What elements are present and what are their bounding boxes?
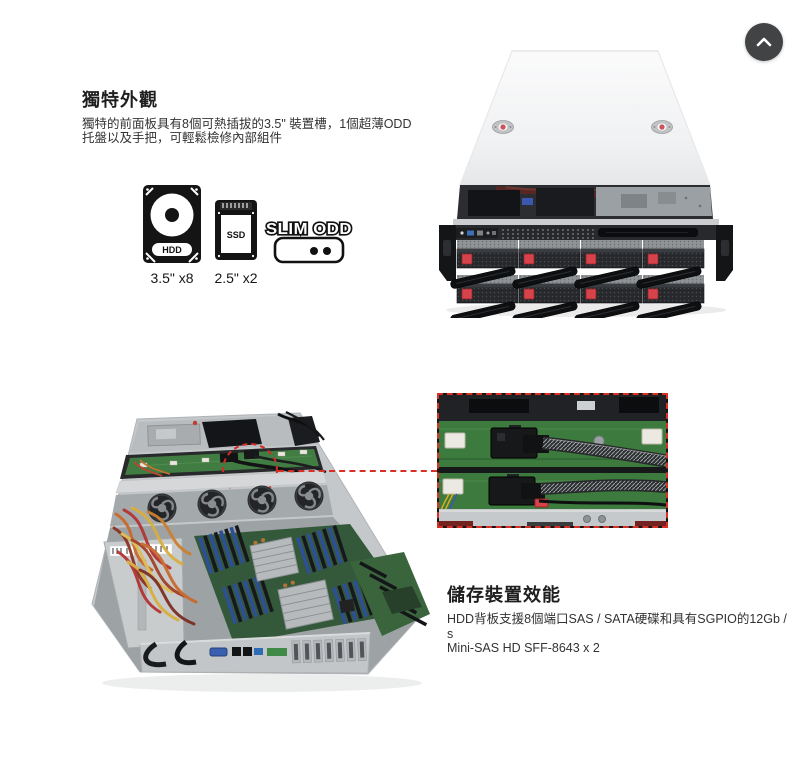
ssd-2-5-icon: SSD [215, 200, 257, 260]
vent-holes [502, 227, 594, 239]
storage-heading: 儲存裝置效能 [447, 584, 561, 605]
usb-port [243, 647, 252, 656]
hdd-icon-label: HDD [162, 245, 182, 255]
storage-body: HDD背板支援8個端口SAS / SATA硬碟和具有SGPIO的12Gb / s… [447, 612, 792, 656]
storage-body-line: HDD背板支援8個端口SAS / SATA硬碟和具有SGPIO的12Gb / s [447, 612, 787, 641]
server-front-photo [436, 48, 736, 318]
callout-circle [222, 443, 278, 497]
rack-ear-right [716, 225, 733, 281]
server-front-illustration [439, 50, 733, 318]
server-internal-illustration [91, 411, 430, 692]
chevron-up-icon [756, 37, 772, 47]
backplane-detail-photo [437, 393, 668, 528]
crossbar [115, 470, 328, 494]
ssd-icon-block: SSD 2.5" x2 [214, 199, 258, 286]
appearance-body: 獨特的前面板具有8個可熱插拔的3.5" 裝置槽，1個超薄ODD 托盤以及手把，可… [82, 117, 412, 145]
server-internal-photo [82, 392, 432, 702]
pcie-slots [350, 552, 430, 636]
storage-body-line: Mini-SAS HD SFF-8643 x 2 [447, 641, 600, 655]
hdd-backplane [120, 446, 327, 480]
appearance-body-line: 托盤以及手把，可輕鬆檢修內部組件 [82, 131, 283, 145]
cpu-heatsink [277, 579, 334, 630]
callout-connector-line [278, 470, 437, 472]
front-rail [453, 219, 719, 225]
rear-bay-area [130, 411, 325, 453]
scroll-top-button[interactable] [745, 23, 783, 61]
motherboard [194, 524, 412, 644]
fan-wall [110, 480, 333, 526]
top-cover [459, 50, 711, 186]
usb3-port [254, 648, 263, 655]
hdd-icon-block: HDD 3.5" x8 [142, 184, 202, 286]
thumbscrew [651, 120, 673, 134]
appearance-body-line: 獨特的前面板具有8個可熱插拔的3.5" 裝置槽，1個超薄ODD [82, 117, 412, 131]
backplane-pcb-lower [439, 473, 666, 514]
cpu-heatsink [249, 536, 300, 582]
hdd-caption: 3.5" x8 [150, 270, 194, 286]
rack-ear-left [439, 225, 456, 281]
thumbscrew [492, 120, 514, 134]
ssd-icon-label: SSD [227, 230, 246, 240]
handle [143, 641, 167, 668]
backplane-pcb-upper [439, 421, 666, 468]
chassis-interior [457, 185, 713, 219]
hdd-3-5-icon: HDD [143, 185, 201, 263]
lan-module [267, 648, 287, 656]
metal-rail [439, 509, 666, 526]
handle [174, 639, 197, 666]
backplane-detail-illustration [439, 395, 666, 526]
appearance-heading: 獨特外觀 [82, 89, 158, 110]
shadow [102, 674, 422, 692]
slim-odd-label: SLIM ODD [266, 221, 352, 238]
usb-port [232, 647, 241, 656]
mini-sas-connector [488, 474, 545, 506]
slim-odd-icon: SLIM ODD [264, 219, 353, 264]
rear-io-panel [139, 632, 371, 674]
vga-port [209, 647, 228, 657]
ssd-caption: 2.5" x2 [214, 270, 258, 286]
front-control-panel [453, 225, 719, 240]
mini-sas-connector [490, 425, 549, 459]
slim-odd-icon-block: SLIM ODD [262, 214, 356, 264]
power-cables [112, 506, 198, 626]
